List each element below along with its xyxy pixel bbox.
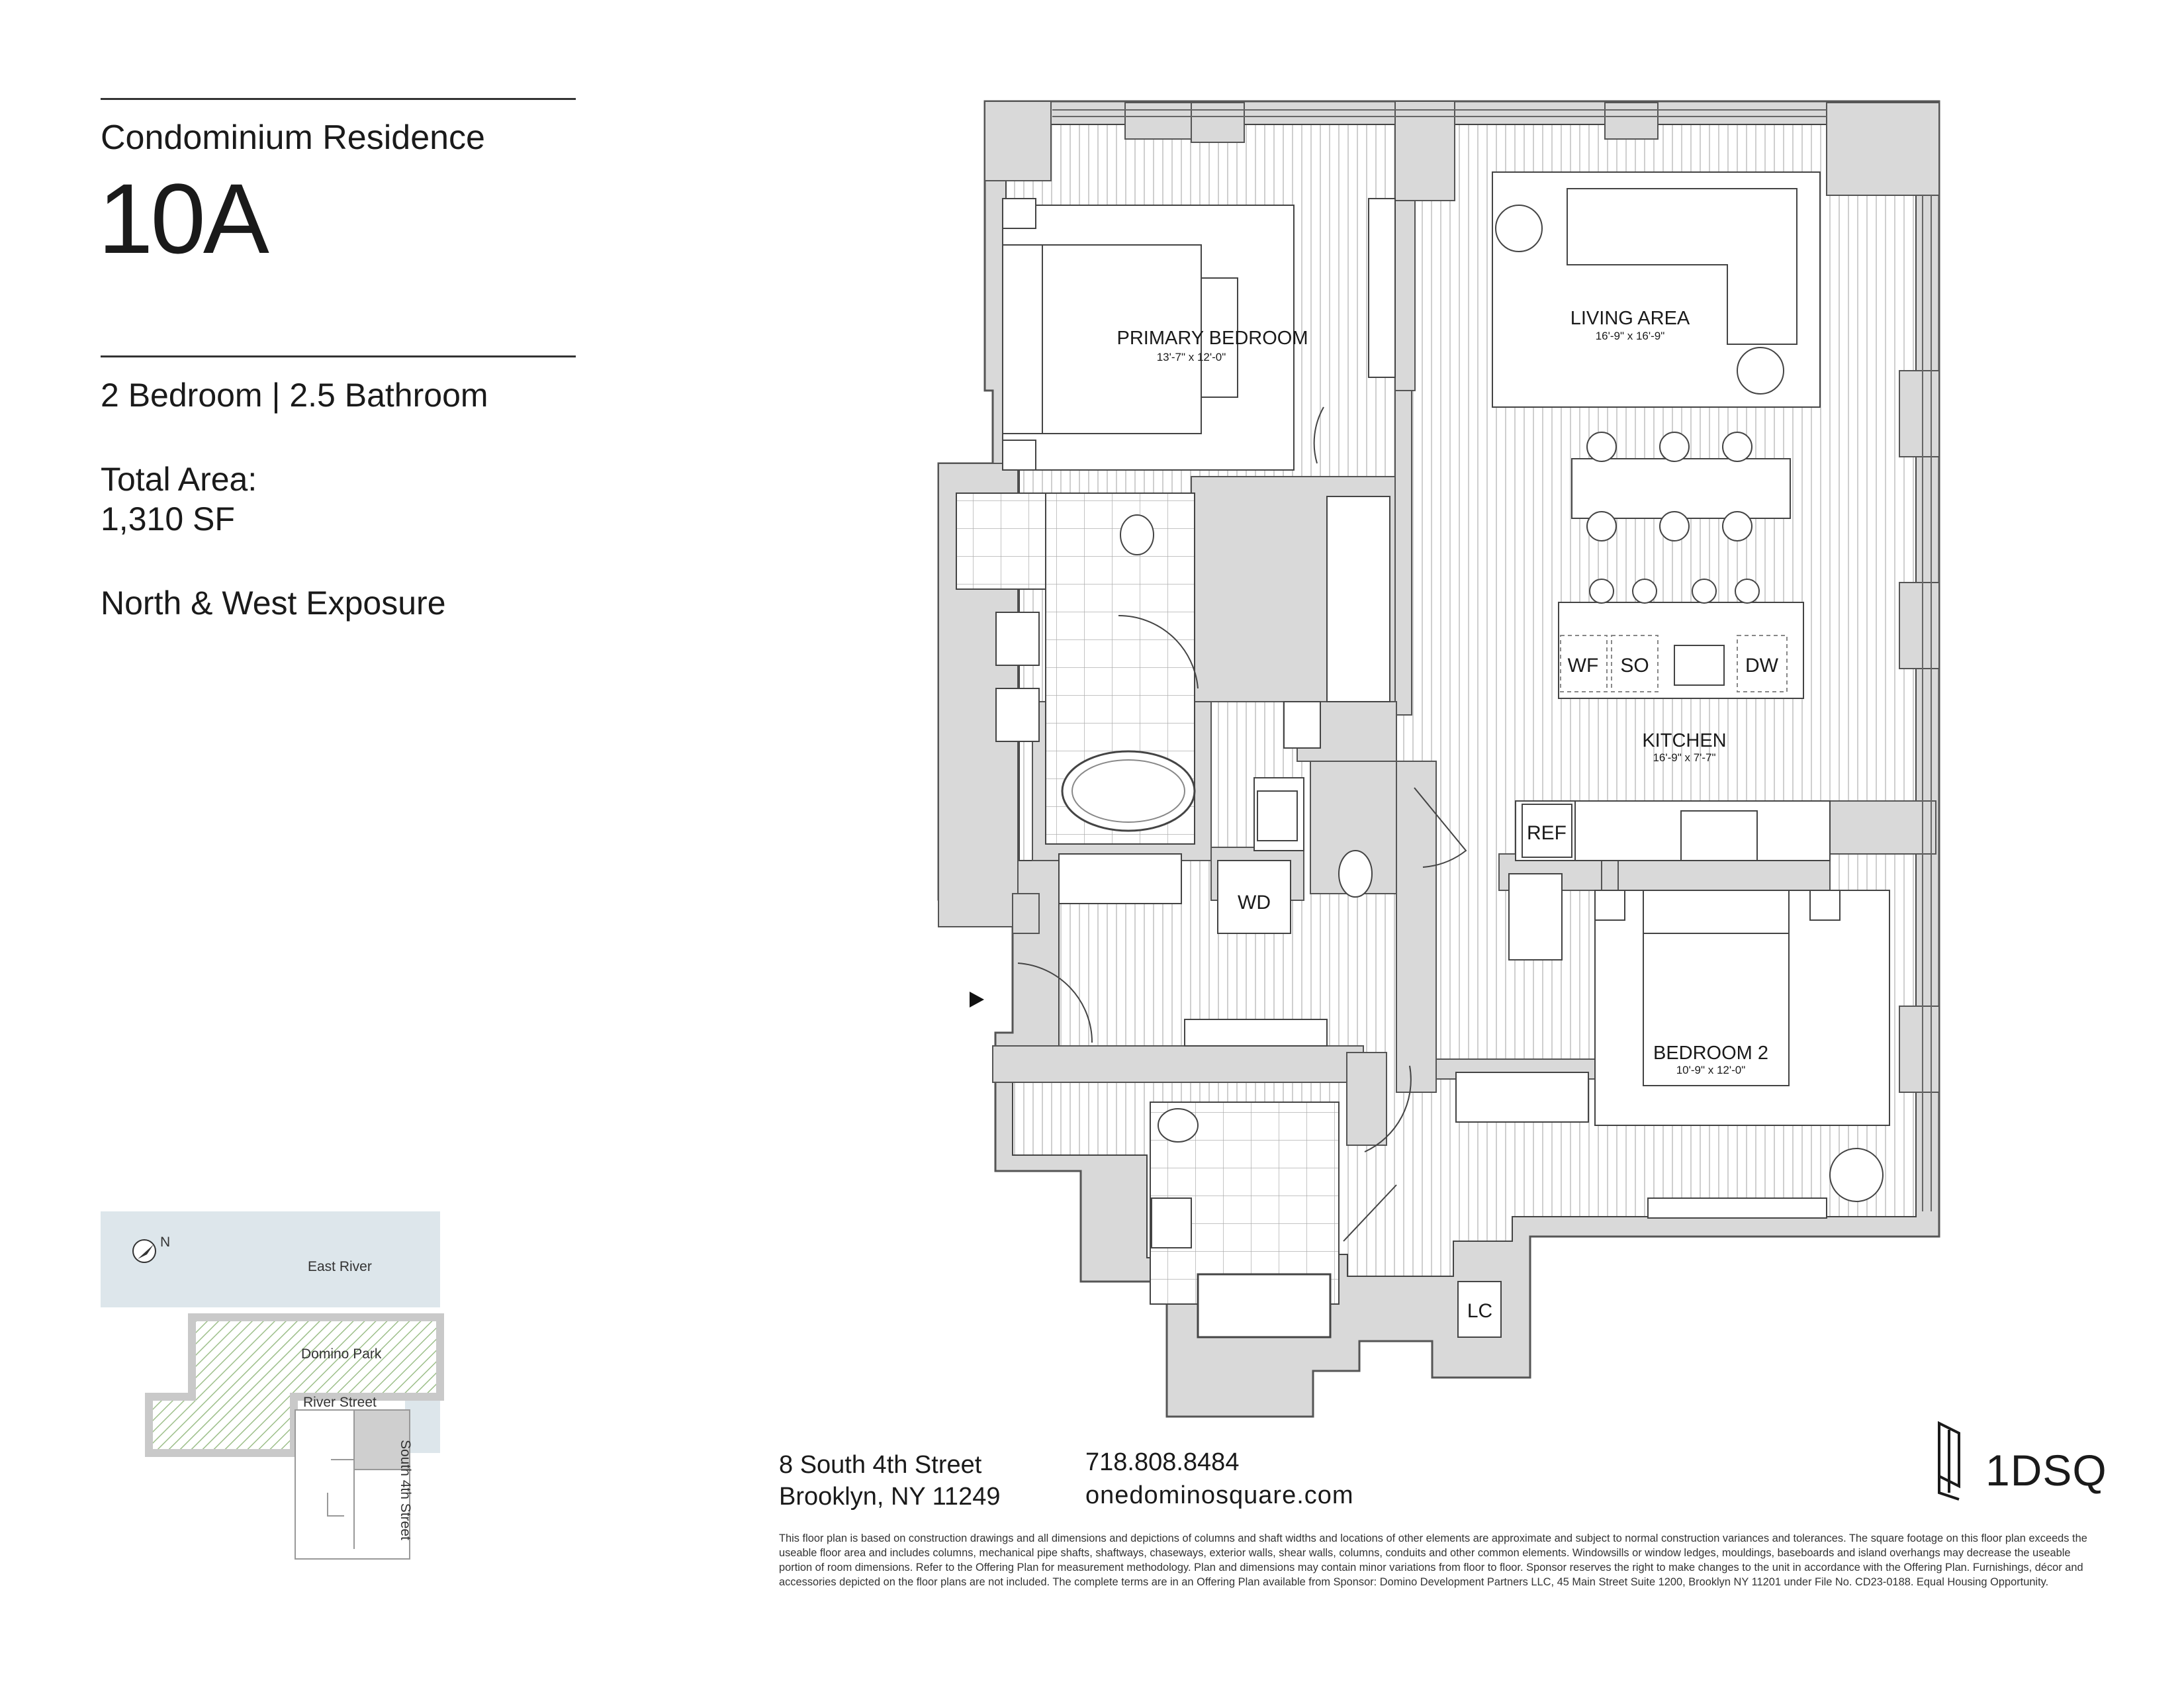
north-label: N — [160, 1235, 170, 1250]
residence-subtitle: Condominium Residence — [101, 118, 485, 157]
lc-box — [1457, 1281, 1502, 1338]
phone-number[interactable]: 718.808.8484 — [1085, 1448, 1240, 1476]
entry-arrow-icon — [970, 992, 984, 1008]
ref-label: REF — [1527, 822, 1567, 844]
wf-label: WF — [1568, 655, 1599, 677]
river-label: East River — [308, 1259, 372, 1274]
top-rule — [101, 98, 576, 100]
kitchen-name: KITCHEN — [1642, 730, 1726, 751]
bedroom-2-dims: 10'-9" x 12'-0" — [1676, 1064, 1746, 1076]
dw-label: DW — [1745, 655, 1779, 677]
1dsq-logo-icon — [1938, 1421, 1960, 1501]
address-line-2: Brooklyn, NY 11249 — [779, 1483, 1001, 1511]
legal-disclaimer: This floor plan is based on construction… — [779, 1532, 2087, 1588]
appliance-boxes — [1560, 635, 1788, 692]
unit-number: 10A — [98, 163, 269, 274]
wd-label: WD — [1238, 892, 1271, 914]
living-area-furniture — [1492, 171, 1821, 699]
key-map: N East River Domino Park River Street So… — [101, 1211, 444, 1560]
park-label: Domino Park — [301, 1346, 382, 1362]
total-area-value: 1,310 SF — [101, 500, 235, 538]
brand-logo-text: 1DSQ — [1985, 1446, 2107, 1495]
so-label: SO — [1620, 655, 1649, 677]
primary-bedroom-dims: 13'-7" x 12'-0" — [1157, 351, 1226, 363]
kitchen-counter — [1515, 800, 1831, 861]
total-area-label: Total Area: — [101, 461, 257, 498]
north-compass-icon — [132, 1239, 156, 1263]
closets — [1058, 496, 1589, 1123]
bedroom-2-furniture — [1594, 890, 1890, 1219]
windows — [1052, 109, 1932, 1211]
lc-label: LC — [1467, 1300, 1492, 1322]
middle-rule — [101, 355, 576, 357]
bathrooms — [956, 492, 1373, 1338]
address-line-1: 8 South 4th Street — [779, 1451, 982, 1479]
door-swings — [1017, 406, 1467, 1242]
key-map-park — [145, 1313, 444, 1457]
kitchen-dims: 16'-9" x 7'-7" — [1653, 751, 1715, 764]
living-area-name: LIVING AREA — [1570, 308, 1690, 329]
exposure-text: North & West Exposure — [101, 585, 446, 622]
primary-bedroom-name: PRIMARY BEDROOM — [1117, 328, 1308, 349]
bed-bath-count: 2 Bedroom | 2.5 Bathroom — [101, 377, 488, 414]
key-map-building — [353, 1409, 410, 1470]
street1-label: River Street — [303, 1395, 377, 1410]
bedroom-2-name: BEDROOM 2 — [1653, 1043, 1768, 1064]
website-link[interactable]: onedominosquare.com — [1085, 1481, 1354, 1509]
street2-label: South 4th Street — [398, 1440, 413, 1540]
ref-box — [1522, 804, 1572, 858]
primary-bedroom-furniture — [1002, 198, 1396, 471]
living-area-dims: 16'-9" x 16'-9" — [1596, 330, 1665, 342]
